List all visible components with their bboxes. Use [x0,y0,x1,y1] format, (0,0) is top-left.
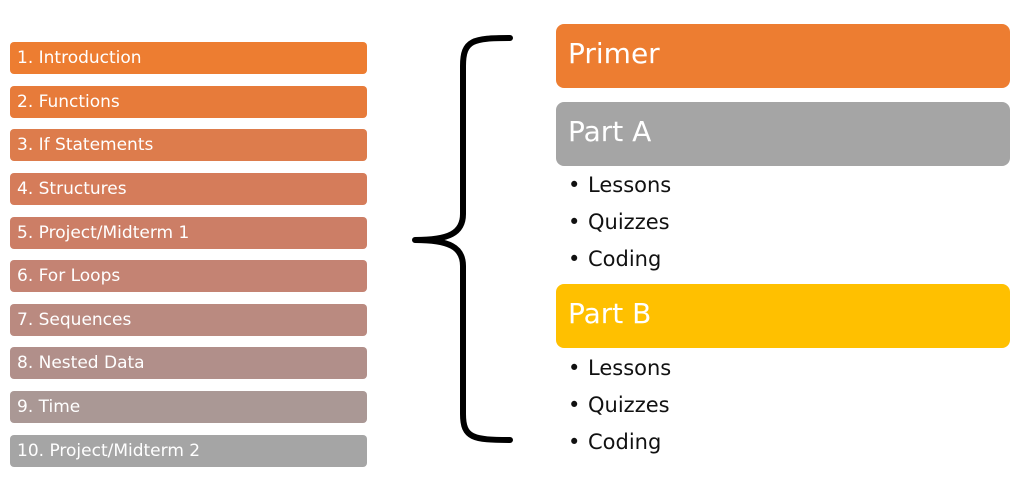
part-b-block: Part B [556,284,1010,348]
topic-item-for-loops: 6. For Loops [10,260,367,292]
bullet-icon: • [568,247,581,271]
bullet-icon: • [568,173,581,197]
topic-item-time: 9. Time [10,391,367,423]
topic-item-if-statements: 3. If Statements [10,129,367,161]
list-item: •Quizzes [568,204,671,241]
topic-item-sequences: 7. Sequences [10,304,367,336]
curly-brace-icon [412,35,513,443]
bullet-icon: • [568,210,581,234]
part-a-title: Part A [568,115,652,148]
list-item: •Quizzes [568,387,671,424]
part-b-bullet-list: •Lessons •Quizzes •Coding [568,350,671,461]
list-item: •Lessons [568,350,671,387]
part-a-block: Part A [556,102,1010,166]
primer-block: Primer [556,24,1010,88]
bullet-icon: • [568,356,581,380]
topic-item-project-midterm-1: 5. Project/Midterm 1 [10,217,367,249]
bullet-icon: • [568,393,581,417]
part-b-title: Part B [568,297,652,330]
part-a-bullet-list: •Lessons •Quizzes •Coding [568,167,671,278]
primer-title: Primer [568,37,660,70]
topic-item-structures: 4. Structures [10,173,367,205]
topic-item-introduction: 1. Introduction [10,42,367,74]
list-item: •Coding [568,241,671,278]
topic-item-project-midterm-2: 10. Project/Midterm 2 [10,435,367,467]
bullet-icon: • [568,430,581,454]
topic-item-functions: 2. Functions [10,86,367,118]
topic-item-nested-data: 8. Nested Data [10,347,367,379]
list-item: •Coding [568,424,671,461]
list-item: •Lessons [568,167,671,204]
